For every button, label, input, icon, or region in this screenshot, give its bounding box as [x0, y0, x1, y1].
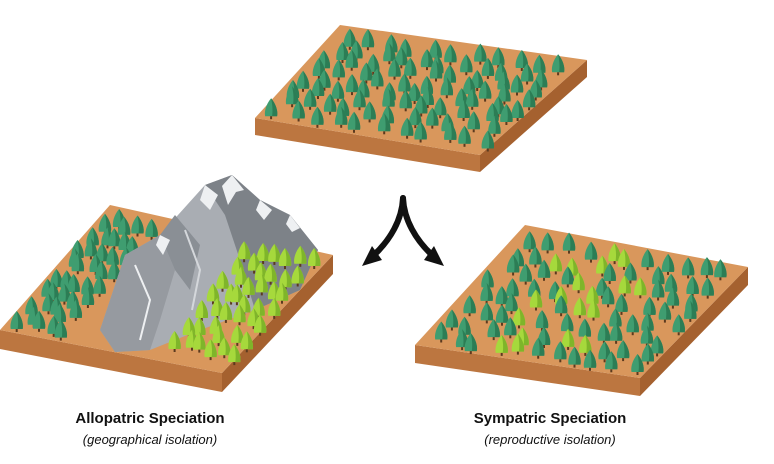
left-island-side-face	[222, 255, 333, 392]
diverging-arrow	[362, 195, 444, 266]
sympatric-subtitle: (reproductive isolation)	[484, 432, 616, 447]
arrow-right-head	[424, 246, 444, 266]
left-island-front-face	[0, 330, 222, 392]
sympatric-island	[415, 225, 748, 396]
arrow-left-branch	[371, 195, 406, 258]
arrow-left-head	[362, 246, 382, 266]
sympatric-title: Sympatric Speciation	[473, 410, 627, 427]
original-population-island	[255, 25, 587, 172]
allopatric-title: Allopatric Speciation	[75, 410, 225, 427]
allopatric-subtitle: (geographical isolation)	[82, 432, 218, 447]
top-island-front-face	[255, 118, 480, 172]
arrow-right-branch	[400, 195, 435, 258]
mountain-range	[100, 175, 318, 352]
sympatric-caption: Sympatric Speciation (reproductive isola…	[400, 410, 700, 447]
right-island-side-face	[640, 267, 748, 396]
right-island-front-face	[415, 345, 640, 396]
top-island-side-face	[480, 60, 587, 172]
allopatric-island	[0, 175, 333, 392]
allopatric-caption: Allopatric Speciation (geographical isol…	[0, 410, 300, 447]
